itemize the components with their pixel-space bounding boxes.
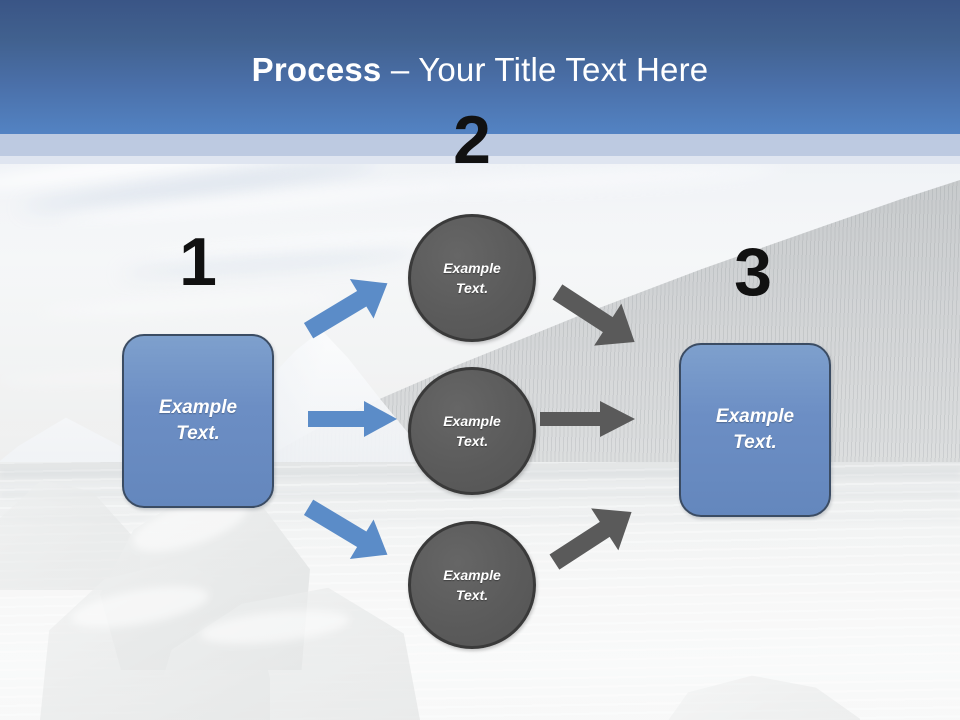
stage-circle-middle[interactable]: Example Text. — [408, 367, 536, 495]
stage-box-end-line2: Text. — [733, 432, 777, 453]
title-bar — [0, 0, 960, 134]
stage-box-end-line1: Example — [715, 406, 795, 427]
arrow-out-top-icon — [548, 284, 644, 348]
page-title: Process – Your Title Text Here — [0, 50, 960, 90]
title-bar-accent-stripe — [0, 134, 960, 156]
stage-circle-top[interactable]: Example Text. — [408, 214, 536, 342]
stage-box-start-line2: Text. — [176, 423, 220, 444]
stage-circle-top-label: Example Text. — [443, 258, 501, 298]
arrow-out-bottom-icon — [545, 506, 641, 570]
stage-box-start-line1: Example — [158, 397, 238, 418]
lake-water-band — [0, 492, 960, 497]
step-number-2: 2 — [453, 102, 491, 178]
stage-circle-bottom[interactable]: Example Text. — [408, 521, 536, 649]
title-bar-accent-stripe-light — [0, 156, 960, 164]
stage-circle-middle-line1: Example — [443, 413, 501, 429]
step-number-3: 3 — [734, 234, 772, 310]
lake-water-band — [0, 516, 960, 520]
page-title-separator: – — [381, 51, 419, 88]
stage-circle-bottom-line1: Example — [443, 567, 501, 583]
page-title-emphasis: Process — [251, 51, 382, 88]
stage-circle-top-line1: Example — [443, 260, 501, 276]
arrow-in-middle-icon — [308, 400, 398, 438]
arrow-in-bottom-icon — [300, 499, 396, 562]
page-title-rest: Your Title Text Here — [418, 51, 709, 88]
stage-box-start[interactable]: Example Text. — [122, 334, 274, 508]
stage-circle-top-line2: Text. — [455, 280, 489, 296]
stage-circle-middle-label: Example Text. — [443, 411, 501, 451]
arrow-out-middle-icon — [540, 400, 636, 438]
stage-circle-bottom-line2: Text. — [455, 587, 489, 603]
step-number-1: 1 — [179, 224, 217, 300]
stage-box-start-label: Example Text. — [159, 395, 237, 447]
arrow-in-top-icon — [300, 276, 396, 339]
stage-circle-middle-line2: Text. — [455, 433, 489, 449]
stage-circle-bottom-label: Example Text. — [443, 565, 501, 605]
stage-box-end-label: Example Text. — [716, 404, 794, 456]
stage-box-end[interactable]: Example Text. — [679, 343, 831, 517]
